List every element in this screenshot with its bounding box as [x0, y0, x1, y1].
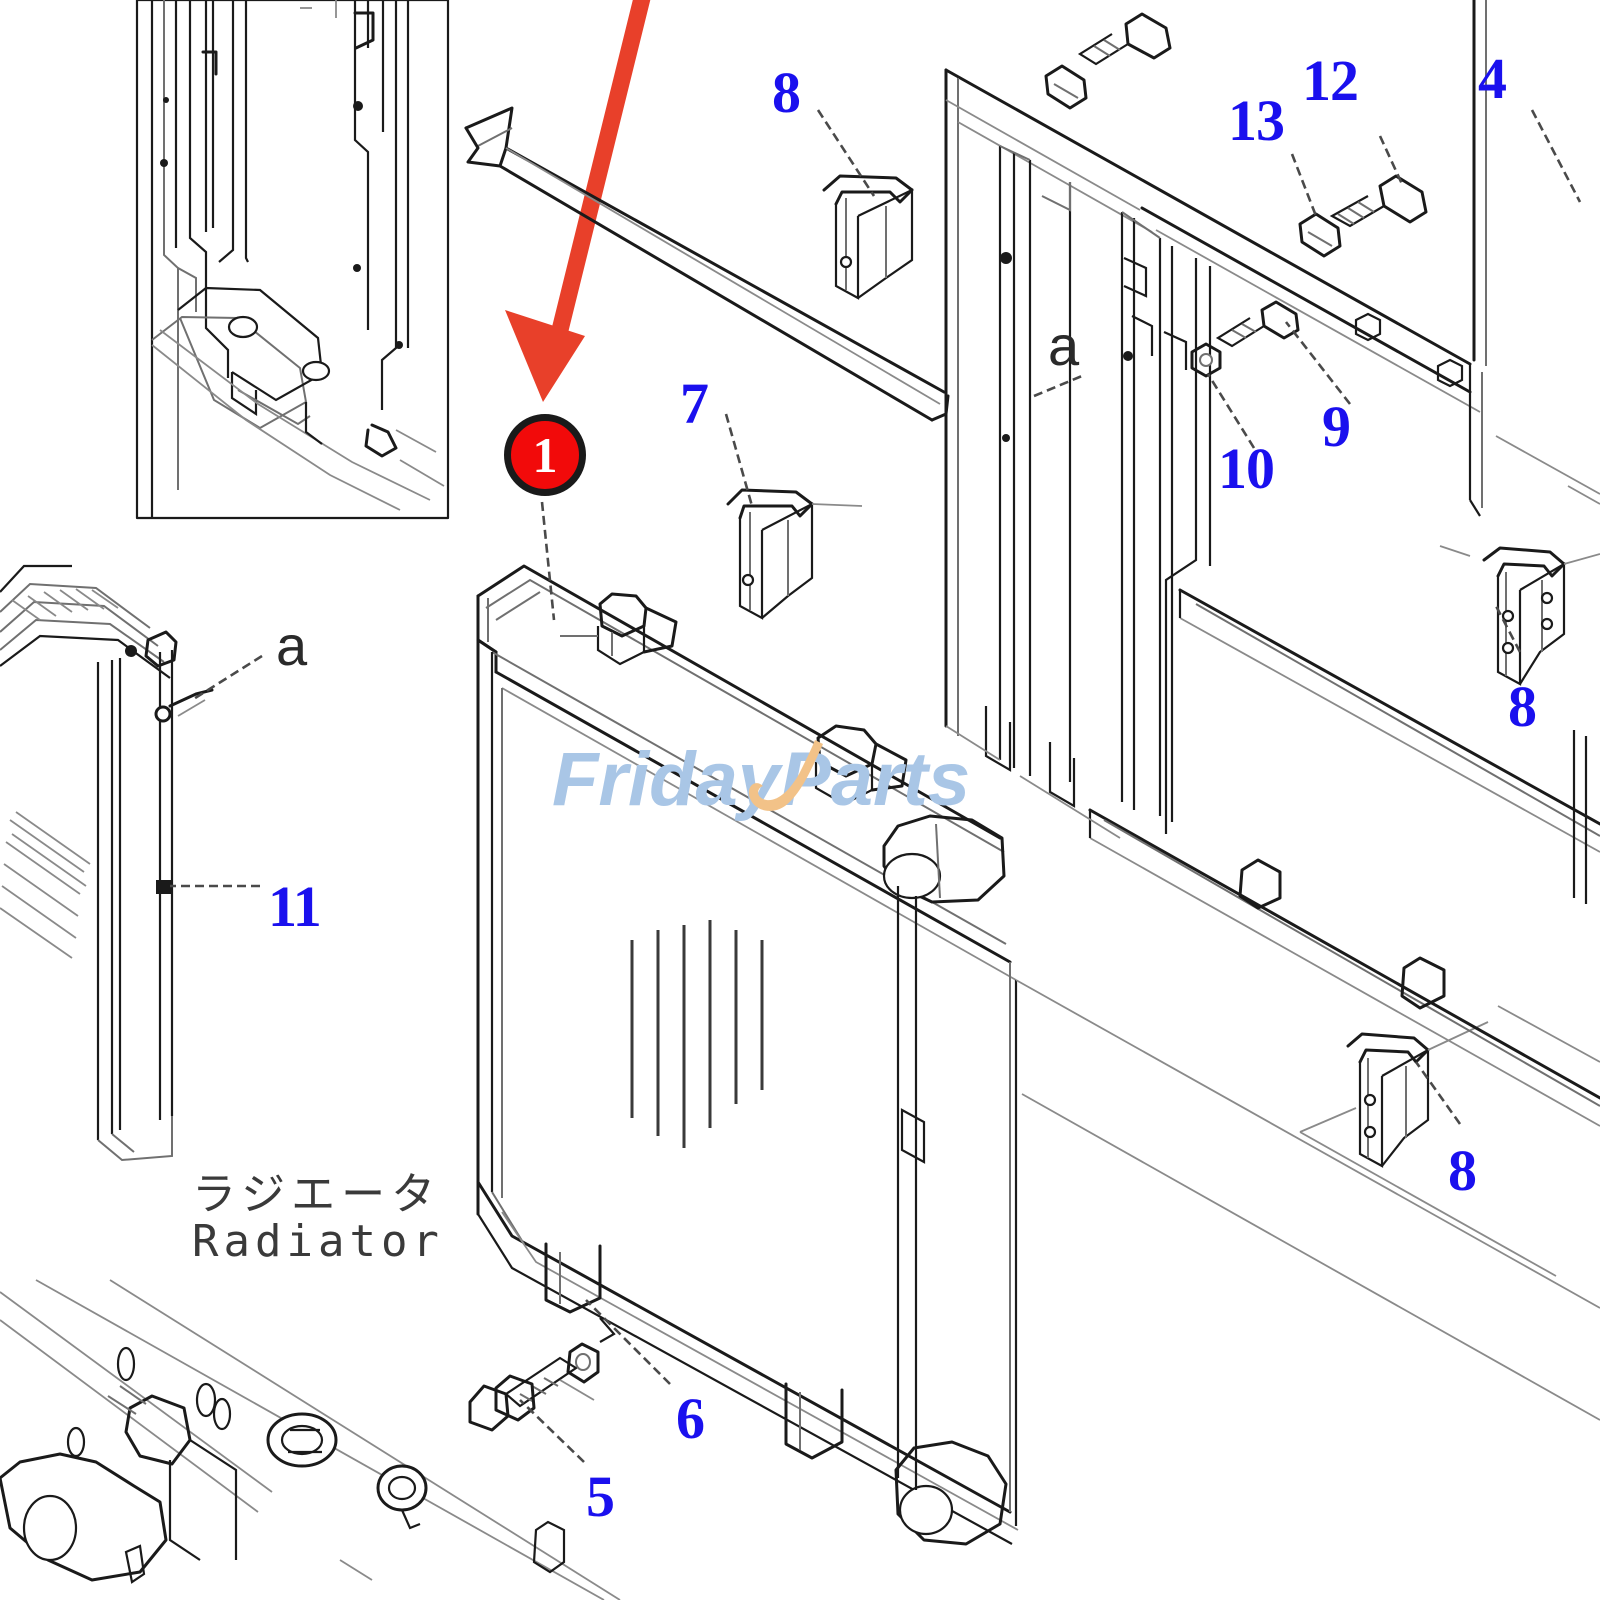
fastener-bolt-top-a	[1044, 64, 1088, 110]
fastener-bolt-5	[468, 1356, 579, 1432]
callout-4-c4[interactable]: 4	[1478, 46, 1507, 111]
fastener-bolt-9	[1215, 300, 1300, 348]
fastener-nut-10	[1190, 342, 1222, 378]
watermark: FridayParts	[552, 740, 970, 818]
bracket-8-upper	[822, 174, 914, 300]
bracket-8-lower	[1299, 1005, 1600, 1277]
fastener-bolt-top-b	[1077, 12, 1172, 66]
highlight-arrow	[505, 0, 651, 402]
fastener-washer-6	[566, 1342, 600, 1384]
watermark-text: FridayParts	[552, 737, 971, 822]
frame-assembly-right	[944, 0, 1600, 1421]
detail-mark-a-left: a	[276, 614, 308, 677]
highlight-callout-number: 1	[532, 427, 558, 483]
highlight-callout-bubble[interactable]: 1	[504, 414, 586, 496]
callout-11-c11[interactable]: 11	[268, 874, 322, 939]
radiator-assembly	[476, 564, 1019, 1546]
callout-8-c8a[interactable]: 8	[772, 60, 801, 125]
upper-cross-beam	[464, 106, 950, 422]
callout-6-c6[interactable]: 6	[676, 1386, 705, 1451]
bracket-7	[726, 488, 863, 620]
callout-13-c13[interactable]: 13	[1228, 88, 1285, 153]
inset-detail-box	[135, 0, 450, 520]
callout-9-c9[interactable]: 9	[1322, 394, 1351, 459]
fastener-bolt-13	[1298, 212, 1342, 258]
callout-8-c8b[interactable]: 8	[1508, 674, 1537, 739]
fastener-bolt-bottom	[494, 1374, 536, 1422]
fastener-nut-frame	[1354, 312, 1464, 388]
radiator-side-panel	[0, 564, 214, 1162]
callout-8-c8c[interactable]: 8	[1448, 1138, 1477, 1203]
caption-japanese: ラジエータ	[192, 1169, 442, 1220]
detail-mark-a-center: a	[1048, 314, 1080, 377]
leader-lines	[170, 109, 1582, 1463]
fastener-bolt-12	[1329, 174, 1428, 228]
part-caption: ラジエータ Radiator	[192, 1169, 444, 1268]
callout-10-c10[interactable]: 10	[1218, 436, 1275, 501]
lower-left-component	[0, 1279, 621, 1600]
caption-english: Radiator	[192, 1216, 444, 1268]
bracket-8-right	[1439, 545, 1600, 686]
callout-7-c7[interactable]: 7	[680, 371, 709, 436]
callout-12-c12[interactable]: 12	[1302, 48, 1359, 113]
callout-5-c5[interactable]: 5	[586, 1464, 615, 1529]
